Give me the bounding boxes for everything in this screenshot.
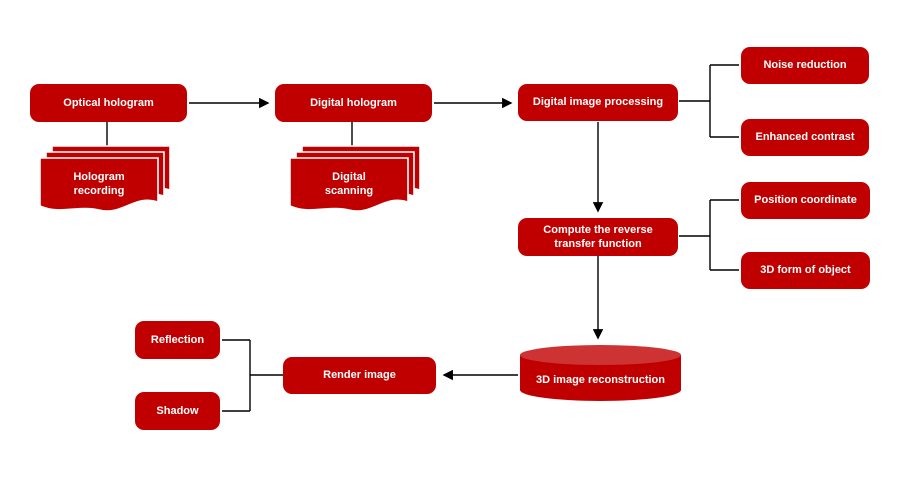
node-digital-hologram-label: Digital hologram <box>310 96 397 109</box>
node-optical-hologram: Optical hologram <box>30 84 187 122</box>
node-position-coordinate-label: Position coordinate <box>754 194 857 207</box>
node-position-coordinate: Position coordinate <box>741 182 870 219</box>
node-3d-form-of-object-label: 3D form of object <box>760 264 851 277</box>
node-compute-reverse-transfer-label: Compute the reverse transfer function <box>543 223 653 250</box>
node-enhanced-contrast-label: Enhanced contrast <box>755 131 855 144</box>
node-reflection-label: Reflection <box>150 333 205 346</box>
multidocument-digital-scanning <box>289 145 421 212</box>
node-noise-reduction: Noise reduction <box>741 47 869 84</box>
node-enhanced-contrast: Enhanced contrast <box>741 119 869 156</box>
node-render-image-label: Render image <box>323 369 396 382</box>
node-noise-reduction-label: Noise reduction <box>763 59 847 72</box>
node-3d-form-of-object: 3D form of object <box>741 252 870 289</box>
node-shadow-label: Shadow <box>156 404 199 417</box>
node-compute-reverse-transfer: Compute the reverse transfer function <box>518 218 678 256</box>
cylinder-3d-reconstruction <box>520 345 681 401</box>
node-render-image: Render image <box>283 357 436 394</box>
node-optical-hologram-label: Optical hologram <box>63 96 154 109</box>
multidocument-hologram-recording <box>39 145 171 212</box>
node-digital-image-processing-label: Digital image processing <box>532 96 664 109</box>
node-digital-image-processing: Digital image processing <box>518 84 678 121</box>
node-digital-hologram: Digital hologram <box>275 84 432 122</box>
node-reflection: Reflection <box>135 321 220 359</box>
node-shadow: Shadow <box>135 392 220 430</box>
